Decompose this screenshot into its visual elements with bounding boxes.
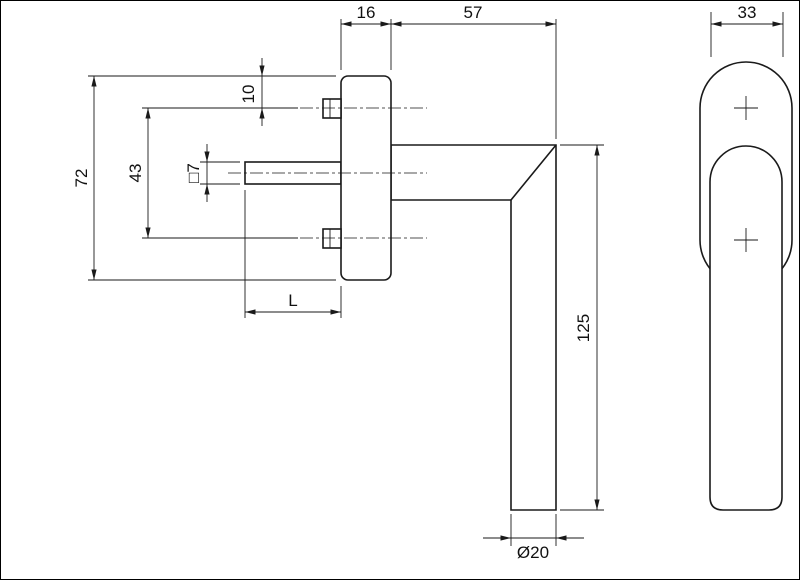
- screw-top: [322, 98, 342, 119]
- dim-screw-spacing-label: 43: [126, 164, 145, 183]
- center-mark-bottom: [734, 228, 758, 252]
- screw-bottom: [322, 228, 342, 249]
- dim-neck-length-label: 57: [464, 3, 483, 22]
- front-view: 33: [699, 3, 793, 511]
- grip-width-dimension: 33: [710, 3, 784, 57]
- center-mark-top: [734, 96, 758, 120]
- left-dimensions: 72 43 10 □7: [72, 58, 336, 281]
- spindle-length-dimension: L: [244, 190, 342, 318]
- side-view: [228, 75, 557, 511]
- handle-arm: [390, 144, 557, 511]
- top-dimensions: 16 57: [340, 3, 557, 139]
- dim-plate-thickness-label: 16: [357, 3, 376, 22]
- rosette-plate: [340, 75, 392, 281]
- screw-bottom-head: [322, 228, 342, 249]
- grip-length-dimension: 125: [560, 144, 604, 511]
- dim-screw-offset-label: 10: [239, 85, 258, 104]
- dim-grip-width-label: 33: [738, 3, 757, 22]
- dim-plate-height-label: 72: [72, 169, 91, 188]
- dim-grip-diameter-label: Ø20: [517, 543, 549, 562]
- grip-diameter-dimension: Ø20: [483, 514, 584, 562]
- corner-miter-line: [510, 144, 557, 201]
- dim-grip-length-label: 125: [574, 314, 593, 342]
- dim-spindle-length-label: L: [288, 291, 297, 310]
- grip-front: [709, 145, 783, 511]
- dim-spindle-square-label: □7: [184, 163, 203, 183]
- screw-top-head: [322, 98, 342, 119]
